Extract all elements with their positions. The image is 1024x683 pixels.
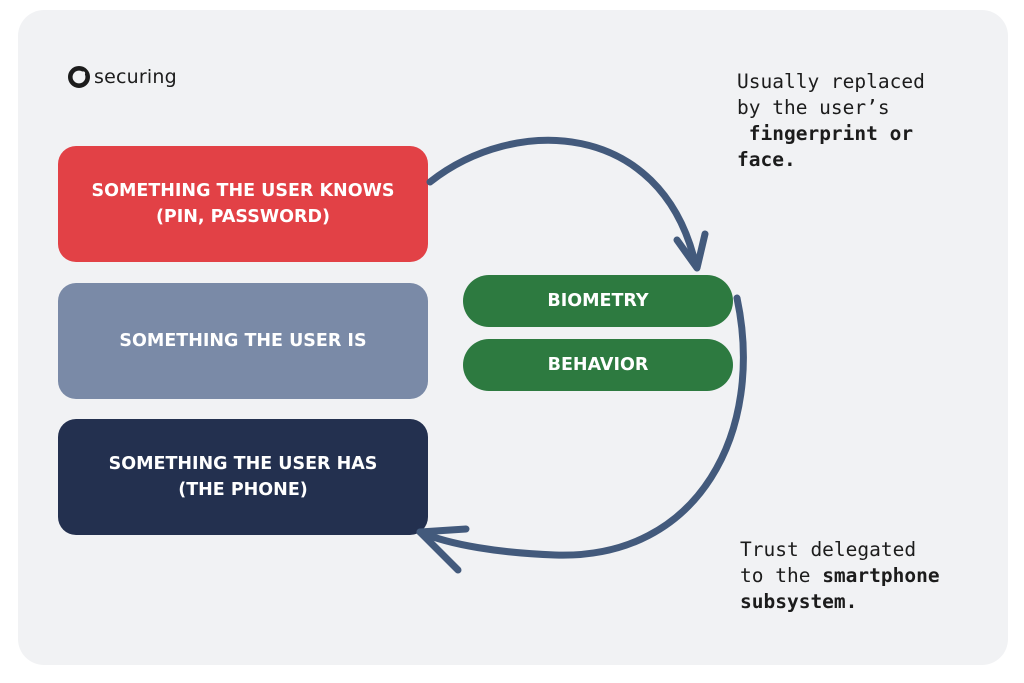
factor-knows-title: SOMETHING THE USER KNOWS	[91, 181, 395, 201]
note-top-line1: Usually replaced	[737, 70, 925, 93]
biometry-pill: BIOMETRY	[463, 275, 733, 327]
arrow-knows-to-biometry	[426, 136, 699, 266]
factor-is-box: SOMETHING THE USER IS	[58, 283, 428, 399]
note-top-line4: face.	[737, 148, 796, 171]
note-bottom-line3: subsystem.	[740, 590, 858, 613]
arrow-behavior-to-has-head	[416, 525, 470, 574]
arrow-knows-to-biometry-head	[673, 230, 709, 272]
note-biometry-replacement: Usually replaced by the user’s fingerpri…	[737, 69, 925, 173]
note-bottom-line1: Trust delegated	[740, 538, 917, 561]
behavior-pill: BEHAVIOR	[463, 339, 733, 391]
biometry-label: BIOMETRY	[547, 291, 649, 311]
note-top-line3: fingerprint or	[748, 122, 914, 145]
factor-has-examples: (THE PHONE)	[178, 480, 308, 500]
behavior-label: BEHAVIOR	[547, 355, 649, 375]
factor-has-box: SOMETHING THE USER HAS (THE PHONE)	[58, 419, 428, 535]
factor-has-title: SOMETHING THE USER HAS	[108, 454, 378, 474]
note-trust-delegated: Trust delegated to the smartphone subsys…	[740, 537, 940, 615]
factor-knows-box: SOMETHING THE USER KNOWS (PIN, PASSWORD)	[58, 146, 428, 262]
factor-is-title: SOMETHING THE USER IS	[119, 331, 367, 351]
brand-logo: securing	[68, 66, 177, 88]
securing-logo-ring-icon	[68, 66, 90, 88]
note-top-line2: by the user’s	[737, 96, 890, 119]
factor-knows-examples: (PIN, PASSWORD)	[155, 207, 331, 227]
brand-name: securing	[94, 66, 177, 88]
note-bottom-line2-bold: smartphone	[822, 564, 940, 587]
note-bottom-line2-plain: to the	[740, 564, 823, 587]
arrow-behavior-to-has	[416, 294, 747, 559]
